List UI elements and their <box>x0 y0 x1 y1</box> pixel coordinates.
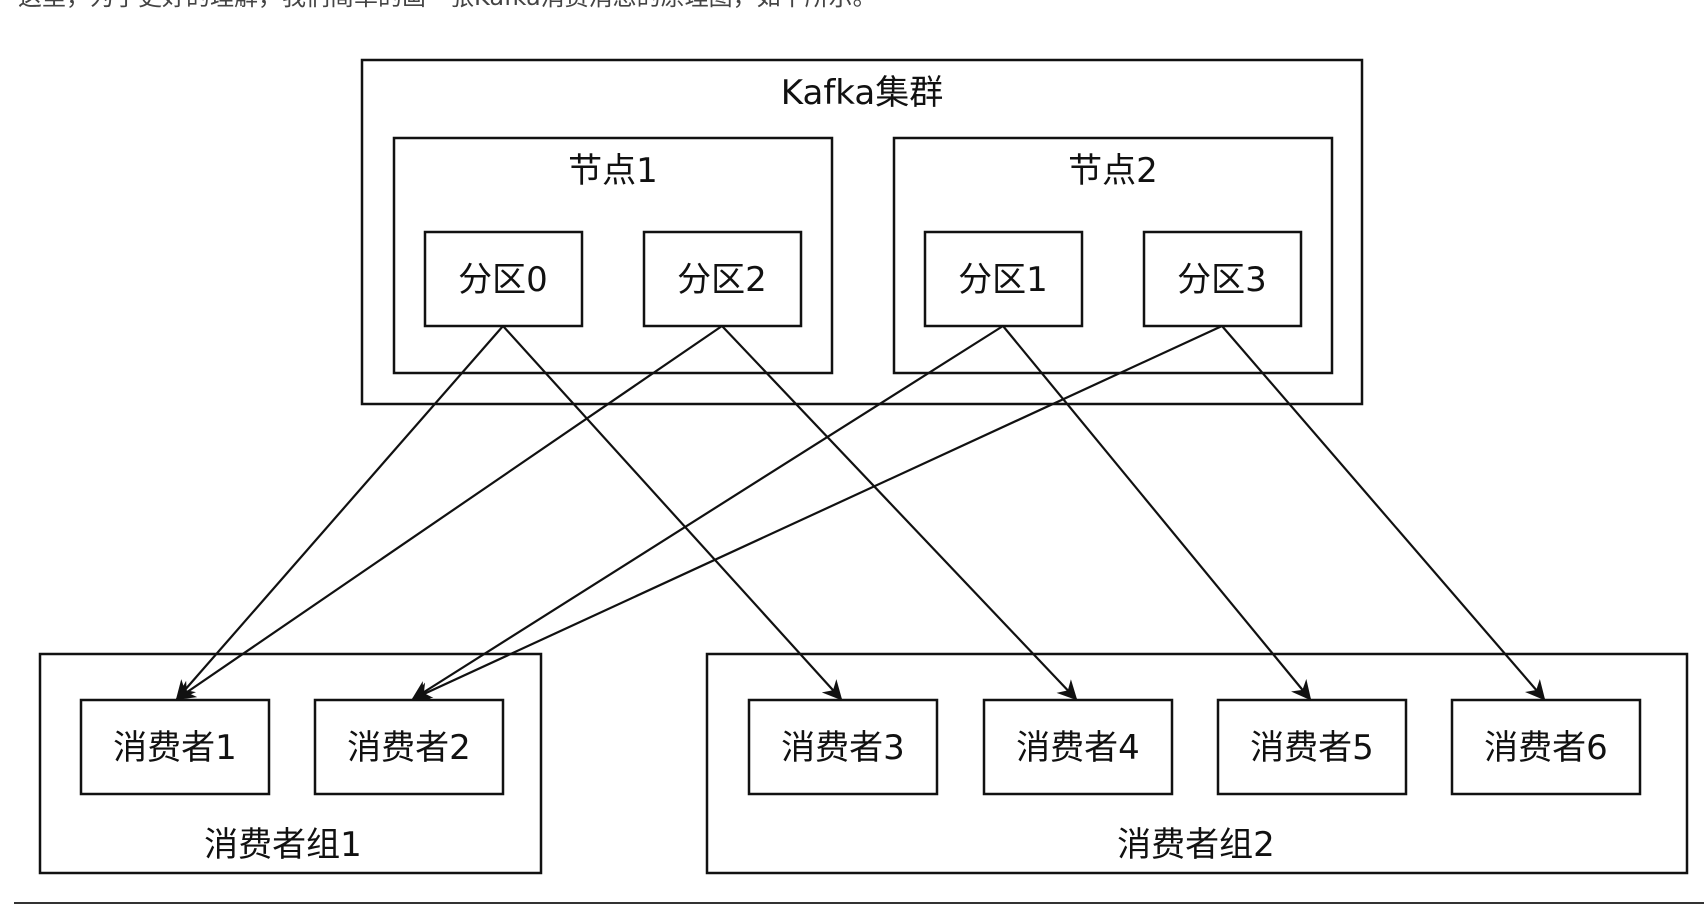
consumer-5-label: 消费者5 <box>1250 728 1374 768</box>
consumer-group-2: 消费者3 消费者4 消费者5 消费者6 消费者组2 <box>705 652 1689 875</box>
partition-2-label: 分区2 <box>677 260 767 300</box>
consumer-1-label: 消费者1 <box>113 728 237 768</box>
arrow-partition0-consumer3 <box>502 325 843 701</box>
consumer-6-label: 消费者6 <box>1484 728 1608 768</box>
node-1-title: 节点1 <box>568 151 658 191</box>
node-1: 节点1 分区0 分区2 <box>392 136 834 375</box>
arrow-partition1-consumer2 <box>411 325 1004 701</box>
assignment-arrows <box>175 325 1546 701</box>
consumer-group-1-title: 消费者组1 <box>204 825 362 865</box>
arrow-partition3-consumer2 <box>411 325 1223 701</box>
consumer-group-1: 消费者1 消费者2 消费者组1 <box>38 652 543 875</box>
arrow-partition2-consumer1 <box>175 325 723 701</box>
partition-0-label: 分区0 <box>458 260 548 300</box>
node-2-title: 节点2 <box>1068 151 1158 191</box>
intro-paragraph: 这里，为了更好的理解，我们简单的画一张Kafka消费消息的原理图，如下所示。 <box>18 0 877 12</box>
partition-3-label: 分区3 <box>1177 260 1267 300</box>
consumer-1-box <box>79 698 271 796</box>
arrow-partition1-consumer5 <box>1002 325 1312 701</box>
kafka-cluster-title: Kafka集群 <box>781 73 943 113</box>
horizontal-divider <box>14 902 1704 904</box>
consumer-group-2-title: 消费者组2 <box>1117 825 1275 865</box>
arrow-partition2-consumer4 <box>721 325 1078 701</box>
partition-1-box <box>923 230 1084 328</box>
consumer-5-box <box>1216 698 1408 796</box>
partition-0-box <box>423 230 584 328</box>
arrow-partition0-consumer1 <box>175 325 504 701</box>
consumer-3-box <box>747 698 939 796</box>
consumer-3-label: 消费者3 <box>781 728 905 768</box>
partition-1-label: 分区1 <box>958 260 1048 300</box>
consumer-2-label: 消费者2 <box>347 728 471 768</box>
partition-2-box <box>642 230 803 328</box>
consumer-4-label: 消费者4 <box>1016 728 1140 768</box>
consumer-2-box <box>313 698 505 796</box>
consumer-6-box <box>1450 698 1642 796</box>
arrow-partition3-consumer6 <box>1221 325 1546 701</box>
consumer-4-box <box>982 698 1174 796</box>
node-2: 节点2 分区1 分区3 <box>892 136 1334 375</box>
